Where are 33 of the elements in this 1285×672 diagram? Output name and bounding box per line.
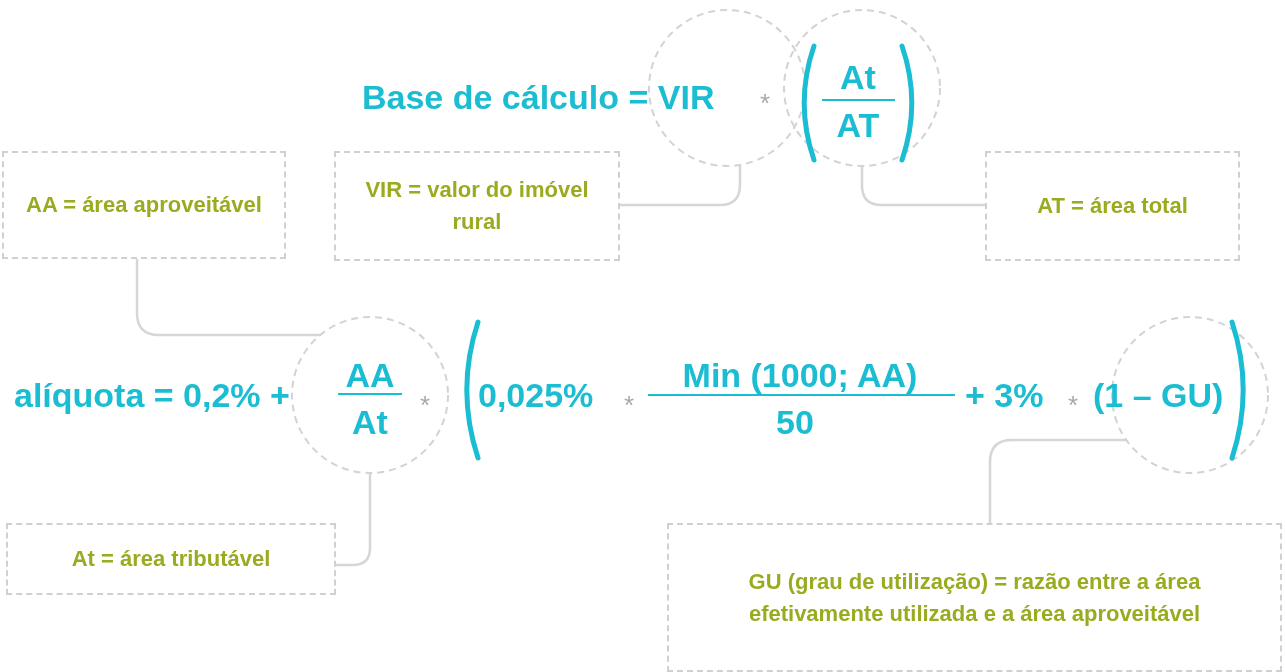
definition-box	[667, 523, 1282, 672]
multiplication-sign: *	[1068, 392, 1079, 418]
formula-text: At	[352, 405, 388, 439]
definition-box	[2, 151, 286, 259]
definition-box	[6, 523, 336, 595]
multiplication-sign: *	[760, 90, 771, 116]
definition-text: AA = área aproveitável	[26, 191, 262, 220]
definition-box	[334, 151, 620, 261]
formula-text: + 3%	[965, 378, 1044, 412]
formula-text: AA	[345, 358, 395, 392]
formula-text: AT	[836, 108, 880, 142]
definition-text: AT = área total	[1037, 192, 1188, 221]
highlight-circle	[782, 8, 942, 168]
definition-text: At = área tributável	[71, 545, 271, 574]
definition-text: GU (grau de utilização) = razão entre a área efetivamente utilizada e a área aproveitável	[747, 567, 1202, 628]
formula-text: Base de cálculo = VIR	[362, 80, 715, 114]
formula-text: 0,025%	[478, 378, 594, 412]
definition-text: VIR = valor do imóvel rural	[364, 176, 590, 236]
multiplication-sign: *	[624, 392, 635, 418]
formula-text: 50	[776, 405, 814, 439]
definition-box	[985, 151, 1240, 261]
formula-text: alíquota = 0,2% +	[14, 378, 290, 412]
leader-line	[135, 259, 321, 337]
formula-text: Min (1000; AA)	[682, 358, 918, 392]
leader-line	[860, 166, 985, 207]
leader-line	[988, 438, 1127, 523]
highlight-circle	[647, 8, 807, 168]
formula-text: (1 – GU)	[1093, 378, 1224, 412]
multiplication-sign: *	[420, 392, 431, 418]
leader-line	[620, 164, 742, 207]
formula-text: At	[840, 60, 876, 94]
leader-line	[336, 473, 372, 567]
highlight-circle	[290, 315, 450, 475]
